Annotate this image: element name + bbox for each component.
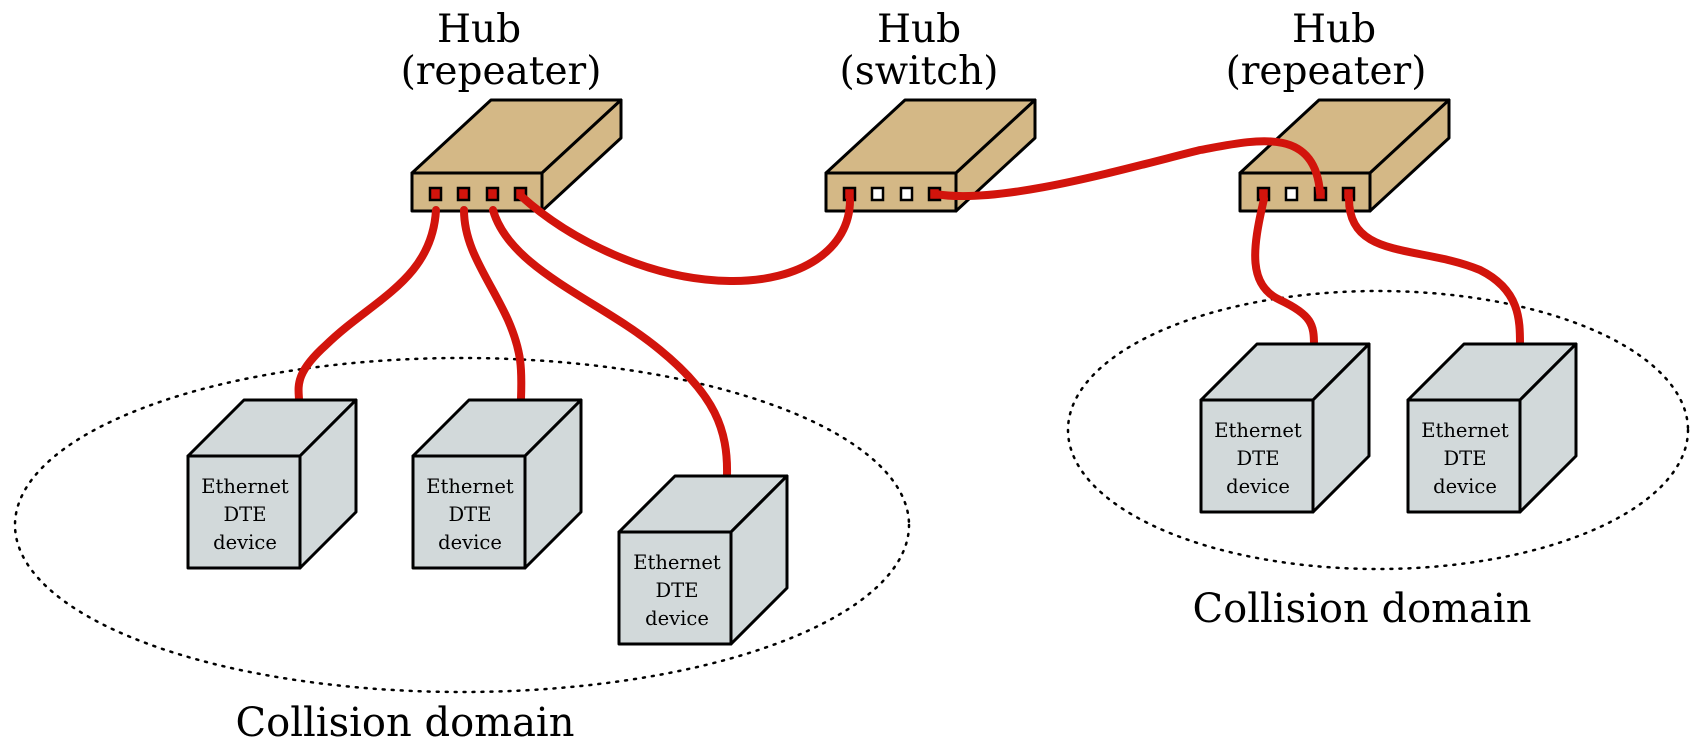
collision-domain-left-label: Collision domain [236, 700, 575, 746]
device-1: Ethernet DTE device [186, 398, 358, 570]
hub-left-title: Hub [437, 7, 521, 52]
hub-right-title: Hub [1292, 7, 1376, 52]
hub-left-port-2 [456, 186, 471, 202]
hub-middle-port-2 [870, 186, 885, 202]
device-4-line-2: DTE [1237, 447, 1280, 470]
hub-left-port-3 [485, 186, 500, 202]
collision-domain-right-label: Collision domain [1193, 586, 1532, 632]
device-5-line-1: Ethernet [1421, 419, 1509, 442]
hub-left: Hub (repeater) [401, 7, 623, 213]
device-3: Ethernet DTE device [617, 474, 789, 646]
cable-hub-left-to-device-1 [294, 206, 440, 403]
device-2-line-1: Ethernet [426, 475, 514, 498]
hub-middle-port-3 [899, 186, 914, 202]
cable-hub-left-to-hub-middle [517, 192, 854, 286]
device-3-line-1: Ethernet [633, 551, 721, 574]
device-3-front [617, 530, 733, 646]
device-5-line-2: DTE [1444, 447, 1487, 470]
device-1-front [186, 454, 302, 570]
device-2-front [411, 454, 527, 570]
cable-hub-right-to-device-4 [1251, 195, 1318, 349]
device-5-line-3: device [1433, 475, 1497, 498]
hub-middle-subtitle: (switch) [840, 49, 999, 94]
device-4: Ethernet DTE device [1199, 342, 1371, 514]
device-2-line-2: DTE [449, 503, 492, 526]
hub-left-subtitle: (repeater) [401, 49, 602, 94]
device-1-line-1: Ethernet [201, 475, 289, 498]
device-3-line-3: device [645, 607, 709, 630]
cable-hub-left-to-device-3 [489, 206, 732, 479]
device-2-line-3: device [438, 531, 502, 554]
hub-right-port-2 [1284, 186, 1299, 202]
device-4-line-1: Ethernet [1214, 419, 1302, 442]
hub-left-port-1 [428, 186, 443, 202]
device-5: Ethernet DTE device [1406, 342, 1578, 514]
device-5-front [1406, 398, 1522, 514]
device-4-front [1199, 398, 1315, 514]
device-2: Ethernet DTE device [411, 398, 583, 570]
cable-hub-right-to-device-5 [1345, 195, 1524, 349]
device-1-line-2: DTE [224, 503, 267, 526]
hub-right-side [1368, 98, 1451, 213]
device-1-line-3: device [213, 531, 277, 554]
hub-right: Hub (repeater) [1226, 7, 1451, 213]
hub-middle: Hub (switch) [824, 7, 1037, 213]
hub-middle-title: Hub [877, 7, 961, 52]
collision-domain-right-outline [1066, 289, 1690, 571]
cable-hub-middle-to-hub-right [931, 137, 1324, 201]
device-4-line-3: device [1226, 475, 1290, 498]
device-3-line-2: DTE [656, 579, 699, 602]
hub-right-subtitle: (repeater) [1226, 49, 1427, 94]
collision-domain-left-outline [13, 356, 911, 694]
hub-left-side [540, 98, 623, 213]
cable-hub-left-to-device-2 [460, 206, 526, 403]
